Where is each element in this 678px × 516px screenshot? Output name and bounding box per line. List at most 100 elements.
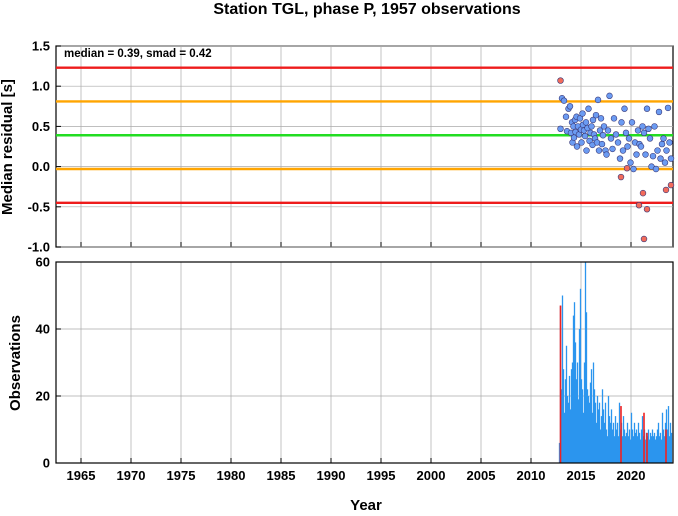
chart-title: Station TGL, phase P, 1957 observations bbox=[213, 1, 520, 18]
observation-bar bbox=[565, 345, 568, 463]
observation-bar bbox=[670, 432, 673, 463]
residual-point bbox=[588, 123, 595, 130]
observation-bar bbox=[600, 416, 603, 463]
residual-y-tick-label: 0.0 bbox=[32, 159, 50, 174]
residual-point bbox=[585, 105, 592, 112]
residual-point bbox=[592, 111, 600, 119]
residual-points bbox=[557, 77, 675, 243]
residual-point bbox=[562, 113, 570, 120]
x-tick-label: 1990 bbox=[317, 468, 346, 483]
residual-point bbox=[645, 125, 652, 133]
residual-point bbox=[667, 181, 675, 189]
residual-y-tick-label: 0.5 bbox=[32, 119, 50, 134]
observation-bar bbox=[641, 416, 644, 463]
observation-bar bbox=[640, 429, 643, 463]
observation-bar bbox=[656, 429, 659, 463]
x-tick-label: 1965 bbox=[67, 468, 96, 483]
observation-bar bbox=[612, 422, 615, 463]
observation-bar bbox=[564, 379, 567, 463]
observation-bar bbox=[601, 389, 604, 463]
observation-bar bbox=[572, 315, 575, 463]
residual-point bbox=[637, 143, 645, 150]
observation-bar bbox=[605, 429, 608, 463]
observation-bar bbox=[663, 436, 666, 463]
residual-point bbox=[664, 104, 672, 112]
observation-bar bbox=[607, 396, 610, 463]
residual-point bbox=[662, 186, 670, 194]
residual-point bbox=[654, 147, 661, 154]
observation-bar bbox=[589, 382, 592, 463]
residual-point bbox=[609, 145, 616, 153]
observation-bar bbox=[582, 412, 585, 463]
residual-point bbox=[579, 110, 586, 117]
residual-grid bbox=[56, 45, 673, 248]
residual-point bbox=[651, 123, 658, 130]
residual-point bbox=[628, 119, 636, 126]
observation-bar bbox=[584, 262, 587, 463]
observation-bar bbox=[604, 402, 607, 463]
observation-bar bbox=[654, 439, 657, 463]
observation-bar bbox=[614, 416, 617, 463]
observation-bar-highlight bbox=[559, 305, 562, 463]
residual-y-tick-label: 1.0 bbox=[32, 79, 50, 94]
observation-bar bbox=[618, 402, 621, 463]
residual-point bbox=[612, 131, 620, 138]
residual-point bbox=[640, 129, 648, 137]
x-tick-label: 1995 bbox=[367, 468, 396, 483]
residual-point bbox=[617, 173, 625, 181]
residual-point bbox=[622, 129, 630, 137]
residual-point bbox=[603, 151, 610, 158]
observation-bar bbox=[633, 422, 636, 463]
observation-bar bbox=[568, 375, 571, 463]
observation-bar bbox=[576, 362, 579, 463]
observation-bar bbox=[617, 436, 620, 463]
observation-bar bbox=[650, 436, 653, 463]
observation-bar bbox=[622, 416, 625, 463]
residual-point bbox=[573, 143, 581, 150]
observation-bar bbox=[631, 429, 634, 463]
observation-bar bbox=[595, 422, 598, 463]
observation-bar bbox=[599, 429, 602, 463]
residual-point bbox=[634, 127, 642, 134]
observation-bar bbox=[577, 399, 580, 463]
observation-bar bbox=[635, 429, 638, 463]
residual-point bbox=[600, 123, 608, 130]
residual-point bbox=[616, 155, 624, 162]
observation-bar bbox=[597, 409, 600, 463]
residual-point bbox=[578, 139, 585, 146]
observation-bar bbox=[669, 422, 672, 463]
observation-bar bbox=[583, 362, 586, 463]
residual-y-tick-label: -1.0 bbox=[28, 240, 50, 255]
observation-bar bbox=[609, 422, 612, 463]
observation-bar bbox=[649, 432, 652, 463]
observation-bar bbox=[621, 436, 624, 463]
observation-bar bbox=[658, 436, 661, 463]
observation-bar bbox=[648, 439, 651, 463]
residual-point bbox=[621, 105, 628, 112]
observation-bar bbox=[573, 302, 576, 463]
observation-bar bbox=[630, 412, 633, 463]
observation-bar bbox=[571, 362, 574, 463]
residual-point bbox=[582, 119, 590, 126]
residual-point bbox=[623, 165, 631, 172]
observation-bar bbox=[626, 422, 629, 463]
observation-bar bbox=[639, 439, 642, 463]
residual-point bbox=[640, 235, 648, 243]
observation-bar bbox=[660, 439, 663, 463]
residual-point bbox=[594, 96, 602, 104]
residual-point bbox=[643, 206, 651, 213]
residual-point bbox=[660, 135, 667, 142]
observation-bar bbox=[647, 429, 650, 463]
residual-point bbox=[658, 140, 666, 148]
residual-point bbox=[566, 103, 574, 110]
year-x-axis-label: Year bbox=[350, 497, 382, 511]
observation-bar bbox=[585, 312, 588, 463]
observations-y-tick-label: 20 bbox=[36, 389, 50, 404]
observations-y-tick-label: 0 bbox=[43, 456, 50, 471]
residual-point bbox=[589, 116, 597, 124]
observation-bar bbox=[627, 436, 630, 463]
observation-bar-highlight bbox=[643, 412, 645, 463]
